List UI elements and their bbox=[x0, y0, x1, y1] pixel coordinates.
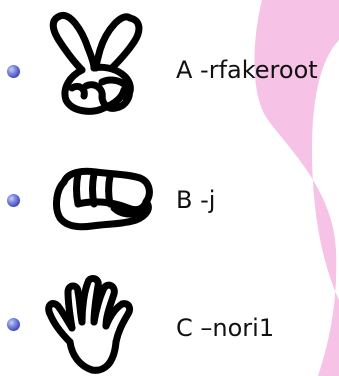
option-c[interactable]: C –nori1 bbox=[0, 270, 339, 376]
bullet-icon bbox=[7, 65, 20, 78]
bullet-icon bbox=[7, 318, 20, 331]
fist-hand-icon bbox=[53, 167, 153, 231]
option-b[interactable]: B -j bbox=[0, 150, 339, 250]
open-palm-hand-icon bbox=[45, 275, 134, 374]
bullet-icon bbox=[7, 194, 20, 207]
option-a[interactable]: A -rfakeroot bbox=[0, 0, 339, 125]
option-a-label: A -rfakeroot bbox=[176, 56, 318, 84]
option-c-label: C –nori1 bbox=[176, 314, 275, 342]
peace-sign-hand-icon bbox=[49, 12, 143, 115]
option-b-label: B -j bbox=[176, 186, 216, 214]
